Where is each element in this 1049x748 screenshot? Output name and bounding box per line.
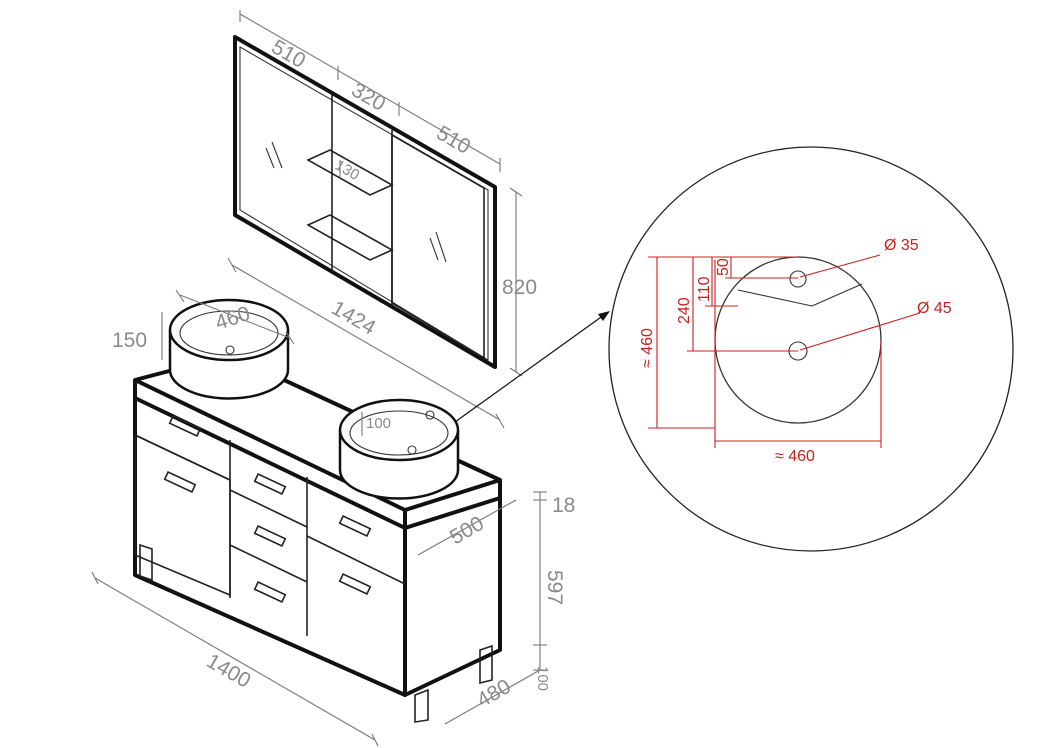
dim-basin-depth: 100 <box>366 415 391 432</box>
dim-basin-height: 150 <box>112 329 147 352</box>
dim-cabinet-width: 1400 <box>203 649 255 692</box>
tap-hole <box>789 270 807 288</box>
callout-arrow <box>454 311 610 423</box>
dim-mirror-center: 320 <box>348 78 390 115</box>
dim-shelf-spacing: 130 <box>332 157 362 184</box>
detail-view <box>608 146 1014 552</box>
dim-mirror-total: 1424 <box>328 296 380 339</box>
detail-width-approx: ≈ 460 <box>775 448 815 465</box>
cabinet-dimensions <box>91 491 547 747</box>
detail-offset-top: 50 <box>715 258 732 276</box>
detail-drain-hole: Ø 45 <box>917 300 952 317</box>
basin-left <box>168 298 290 400</box>
mirror-cabinet <box>233 35 497 369</box>
basin-dimensions <box>161 289 363 436</box>
dim-countertop-depth: 500 <box>446 512 488 549</box>
dim-leg-height: 100 <box>534 666 551 691</box>
dim-countertop-thickness: 18 <box>552 494 575 517</box>
dim-mirror-height: 820 <box>502 276 537 299</box>
detail-height-approx: ≈ 460 <box>639 328 656 368</box>
mirror-dimensions <box>227 10 523 429</box>
detail-offset-tap: 110 <box>696 276 713 302</box>
dim-cabinet-height: 597 <box>543 570 566 605</box>
detail-offset-drain: 240 <box>676 297 693 324</box>
detail-tap-hole: Ø 35 <box>884 237 919 254</box>
basin-right <box>338 398 460 500</box>
dim-mirror-left: 510 <box>268 35 310 72</box>
